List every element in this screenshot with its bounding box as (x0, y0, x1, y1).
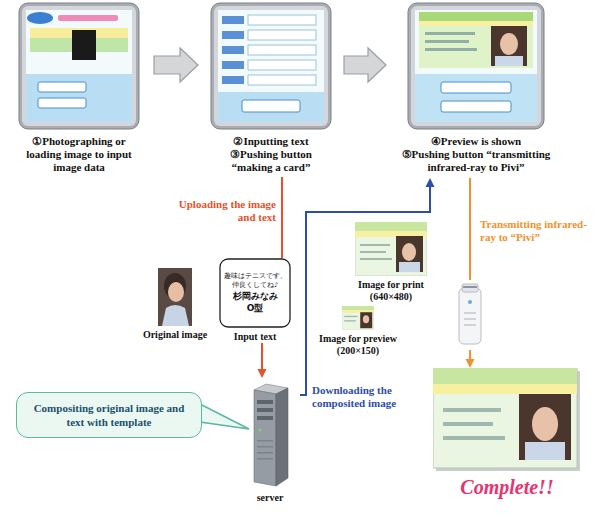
connector-line (300, 186, 430, 395)
card-image (355, 222, 427, 276)
flow-arrow (344, 48, 386, 82)
edge-label: Downloading the composited image (312, 384, 424, 410)
server: server (240, 378, 300, 504)
phone-screen (407, 2, 545, 130)
block-arrow (344, 48, 386, 82)
pivi-printer (459, 284, 481, 344)
flow-arrow (282, 177, 283, 258)
image-label: Original image (132, 329, 218, 341)
step-caption: ②Inputting text (200, 135, 342, 148)
flow-arrow (466, 178, 475, 368)
callout-box: Compositing original image and text with… (16, 392, 202, 438)
flow-arrow (300, 178, 435, 395)
card-text: 趣味はテニスです。 (224, 272, 287, 281)
phone-screen (210, 2, 332, 130)
phone-step: ④Preview is shown⑤Pushing button “transm… (388, 2, 564, 178)
input-text-card: 趣味はテニスです。仲良くしてね♪杉岡みなみO型 Input text (218, 258, 292, 343)
final-print: Complete!! (432, 368, 582, 499)
preview-image: Image for preview (200×150) (308, 306, 408, 357)
image-label: Image for preview (200×150) (310, 333, 406, 357)
block-arrow (154, 48, 198, 82)
image-label: Image for print (640×480) (348, 279, 434, 303)
arrowhead (466, 359, 475, 368)
card-text: 杉岡みなみ (233, 290, 278, 302)
callout-text: Compositing original image and text with… (27, 401, 191, 429)
callout-tail (200, 404, 249, 429)
arrowhead (426, 178, 435, 187)
flow-arrow (258, 343, 267, 378)
photo (158, 268, 192, 326)
server-label: server (240, 492, 300, 504)
step-caption: ①Photographing or loading image to input… (26, 135, 132, 174)
card-text: O型 (247, 302, 264, 314)
edge-label: Uploading the image and text (164, 198, 276, 224)
step-caption: ③Pushing button “making a card” (216, 148, 326, 174)
complete-label: Complete!! (432, 475, 582, 499)
card-text: Input text (218, 331, 292, 343)
arrowhead (258, 369, 267, 378)
printed-card (433, 368, 581, 472)
card-image (342, 306, 374, 330)
edge-label: Transmitting infrared-ray to “Pivi” (480, 218, 592, 244)
step-caption: ⑤Pushing button “transmitting infrared-r… (401, 148, 551, 174)
print-image: Image for print (640×480) (348, 222, 434, 303)
server-icon (250, 378, 290, 490)
card-text: 仲良くしてね♪ (232, 281, 278, 290)
flow-arrow (154, 48, 198, 82)
step-caption: ④Preview is shown (388, 135, 564, 148)
phone-screen (18, 2, 140, 130)
connector-line (281, 177, 283, 258)
connector-line (469, 178, 471, 360)
original-image: Original image (132, 268, 218, 341)
phone-step: ②Inputting text③Pushing button “making a… (200, 2, 342, 177)
connector-line (261, 343, 263, 370)
phone-step: ①Photographing or loading image to input… (6, 2, 152, 177)
